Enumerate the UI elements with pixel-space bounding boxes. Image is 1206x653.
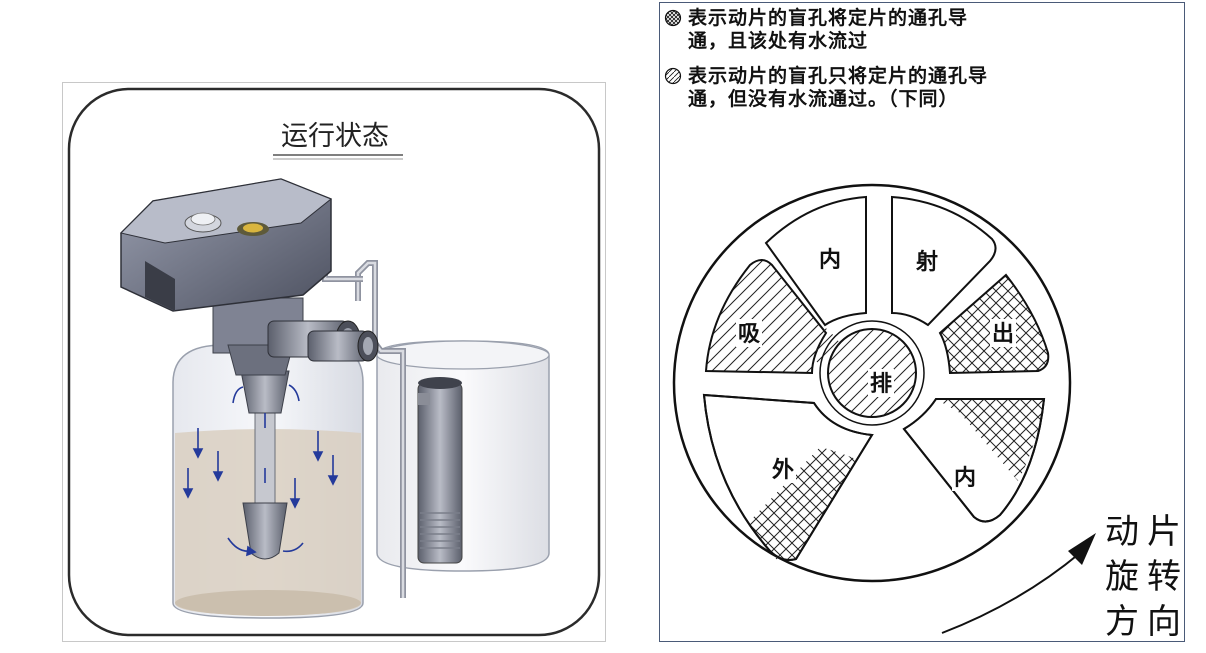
rotation-label-c1-1: 动 — [1105, 512, 1139, 552]
rotation-label-c2-3: 向 — [1147, 602, 1181, 641]
rotation-label-c2-1: 片 — [1147, 512, 1181, 552]
segment-inner-top — [764, 195, 867, 327]
rotation-label-c1-3: 方 — [1105, 602, 1139, 641]
legend-1-line1: 表示动片的盲孔将定片的通孔导 — [688, 7, 969, 29]
rotor-disc-diagram: 内 射 出 内 外 吸 排 动 旋 方 片 转 向 — [672, 183, 1181, 641]
rotation-arrow — [941, 552, 1081, 634]
rotation-label-c2-2: 转 — [1147, 557, 1181, 597]
resin-tank — [172, 344, 364, 619]
hatch-circle-icon — [664, 67, 682, 85]
rotation-label-c1-2: 旋 — [1105, 557, 1139, 597]
label-inner-top: 内 — [819, 248, 841, 273]
panel-title: 运行状态 — [281, 121, 389, 152]
legend-1-line2: 通，且该处有水流过 — [688, 30, 869, 52]
label-outlet: 出 — [992, 322, 1014, 347]
segment-jet — [891, 195, 997, 327]
crosshatch-circle-icon — [664, 9, 682, 27]
label-inner-bottom: 内 — [954, 466, 976, 491]
softener-illustration: 运行状态 — [67, 87, 601, 637]
label-suction: 吸 — [738, 322, 761, 347]
rotation-arrowhead-icon — [1068, 533, 1096, 565]
legend-2-line2: 通，但没有水流通过。（下同） — [688, 88, 959, 110]
running-state-panel: 运行状态 — [62, 82, 606, 642]
label-outer: 外 — [772, 457, 794, 483]
disc-diagram-panel: 表示动片的盲孔将定片的通孔导 通，且该处有水流过 表示动片的盲孔只将定片的通孔导… — [659, 2, 1185, 642]
legend-2-line1: 表示动片的盲孔只将定片的通孔导 — [688, 65, 989, 87]
label-center-drain: 排 — [870, 372, 892, 397]
label-jet: 射 — [915, 249, 938, 275]
control-valve-head — [120, 178, 379, 376]
